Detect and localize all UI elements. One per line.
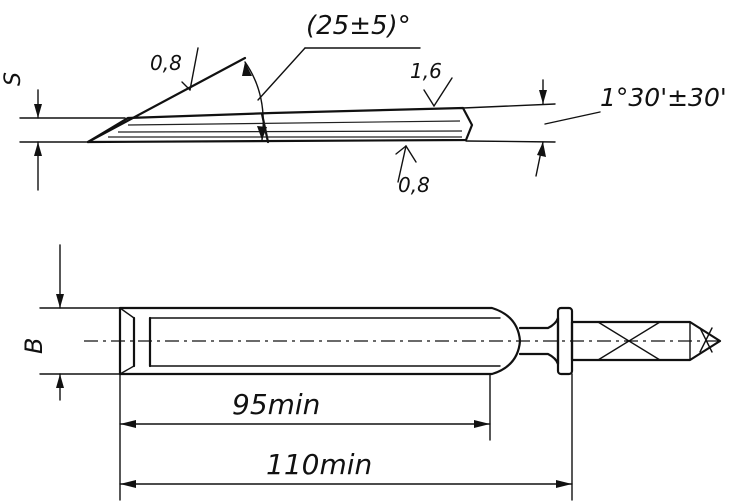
- dim-110-arrow-left: [120, 480, 136, 488]
- s-arrow-bottom: [34, 142, 42, 156]
- roughness-bottom-tick-a: [395, 145, 407, 155]
- roughness-edge-label: 0,8: [150, 51, 182, 75]
- roughness-top-label: 1,6: [410, 59, 442, 83]
- profile-hatch-1: [127, 120, 461, 126]
- roughness-bottom-stem: [397, 145, 407, 183]
- taper-arrow-top: [539, 90, 547, 104]
- roughness-top-tick-b: [433, 77, 453, 107]
- length-total-label: 110min: [266, 448, 372, 481]
- roughness-top-tick-a: [423, 89, 435, 107]
- taper-leader: [544, 111, 601, 125]
- tang-tip-cross-b: [699, 327, 713, 353]
- taper-label: 1°30'±30': [600, 83, 727, 112]
- dim-95-arrow-left: [120, 420, 136, 428]
- taper-extension-bottom: [465, 140, 556, 143]
- profile-hatch-2: [117, 130, 463, 133]
- blade-corner-bottom: [119, 365, 135, 375]
- blade-outline: [118, 306, 522, 376]
- thickness-label: S: [1, 72, 26, 86]
- taper-extension-top: [462, 103, 556, 109]
- tang-cross-b: [597, 321, 661, 361]
- bevel-extension-line: [86, 56, 247, 144]
- s-arrow-top: [34, 104, 42, 118]
- angle-label: (25±5)°: [306, 11, 411, 41]
- blade-corner-top: [119, 307, 135, 319]
- dim-110-arrow-right: [556, 480, 572, 488]
- roughness-edge-tick-b: [189, 47, 199, 91]
- roughness-edge-tick-a: [181, 81, 191, 91]
- width-label: B: [20, 338, 48, 354]
- length-working-label: 95min: [232, 388, 320, 421]
- angle-arrow-top: [242, 62, 252, 76]
- b-arrow-top: [56, 294, 64, 308]
- shank-tang: [570, 320, 722, 362]
- roughness-bottom-label: 0,8: [398, 173, 430, 197]
- angle-leader: [257, 47, 306, 101]
- b-arrow-bottom: [56, 374, 64, 388]
- plan-view: B 95min 110min: [20, 244, 722, 501]
- dim-95-arrow-right: [474, 420, 490, 428]
- angle-arrow-bottom: [257, 126, 267, 140]
- roughness-bottom-tick-b: [405, 145, 417, 163]
- taper-arrow-bottom: [537, 142, 546, 157]
- side-profile-view: S (25±5)° 0,8 1,6 1°30'±30': [1, 11, 727, 197]
